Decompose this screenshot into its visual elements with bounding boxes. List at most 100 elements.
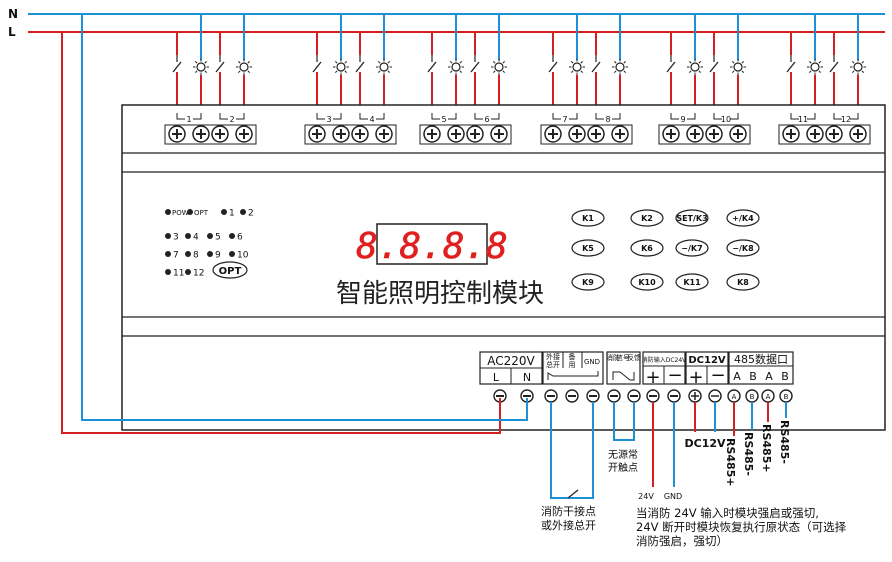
lamp-ray (334, 70, 338, 74)
switch-symbol (427, 61, 437, 73)
dry-contact-label-1: 消防干接点 (541, 505, 596, 518)
lamp-ray (247, 60, 251, 64)
key-outline (675, 273, 709, 291)
terminal-block (419, 124, 512, 145)
key-button[interactable]: −/K7 (675, 239, 709, 257)
lamp-ray (492, 60, 496, 64)
channel-number: 4 (369, 115, 374, 124)
key-outline (630, 209, 664, 227)
key-button[interactable]: K1 (571, 209, 605, 227)
channel-led (185, 251, 191, 257)
label-gnd: GND (664, 492, 682, 501)
terminal-block (778, 124, 871, 145)
key-label: K5 (582, 244, 594, 253)
lamp-ray (204, 70, 208, 74)
channel-number: 11 (798, 115, 808, 124)
no-contact-label-2: 开触点 (608, 463, 638, 474)
lamp-icon (615, 62, 625, 72)
key-button[interactable]: −/K8 (726, 239, 760, 257)
channel-led-label: 9 (215, 251, 221, 261)
key-button[interactable]: K2 (630, 209, 664, 227)
channel-number: 7 (562, 115, 567, 124)
key-button[interactable]: +/K4 (726, 209, 760, 227)
key-outline (726, 209, 760, 227)
ac-l-label: L (493, 371, 500, 384)
rs485-pin-a1: A (733, 370, 741, 383)
screw-letter: A (732, 393, 737, 401)
switch-symbol (829, 61, 839, 73)
lamp-ray (247, 70, 251, 74)
channel-number: 5 (441, 115, 446, 124)
switch-symbol (172, 61, 182, 73)
key-button[interactable]: SET/K3 (675, 209, 709, 227)
label-rs485-1: RS485+ (724, 438, 737, 487)
relay-contact (219, 113, 228, 120)
fire-fb-label-c: 反馈 (627, 353, 641, 362)
key-outline (571, 239, 605, 257)
key-label: K6 (641, 244, 653, 253)
lamp-ray (580, 60, 584, 64)
key-button[interactable]: K10 (630, 273, 664, 291)
lamp-ray (459, 70, 463, 74)
display-digits: 8.8.8.8 (356, 226, 508, 267)
feedback-wire (613, 402, 635, 441)
lamp-ray (377, 70, 381, 74)
bottom-terminal-labels: AC220V L N 外接 总开 备 用 GND 消防 信号 反馈 消防输入DC… (479, 351, 794, 388)
switch-symbol (786, 61, 796, 73)
key-label: +/K4 (732, 214, 754, 223)
key-button[interactable]: K8 (726, 273, 760, 291)
spare-label-a: 备 (569, 352, 576, 361)
lamp-icon (379, 62, 389, 72)
key-button[interactable]: K11 (675, 273, 709, 291)
key-button[interactable]: K6 (630, 239, 664, 257)
label-rs485-4: RS485- (778, 420, 791, 464)
lamp-ray (698, 60, 702, 64)
dry-contact-label-2: 或外接总开 (541, 519, 596, 532)
switch-symbol (548, 61, 558, 73)
channel-led-label: 8 (193, 251, 199, 261)
key-button[interactable]: K9 (571, 273, 605, 291)
relay-contact (236, 113, 245, 120)
switch-symbol (355, 61, 365, 73)
channel-led-label: 3 (173, 233, 179, 243)
key-outline (675, 209, 709, 227)
channel-led-label: 12 (193, 269, 204, 279)
lamp-icon (494, 62, 504, 72)
lamp-ray (344, 70, 348, 74)
key-label: SET/K3 (676, 214, 707, 223)
lamp-ray (502, 70, 506, 74)
pow-label: POW (172, 209, 189, 217)
lamp-ray (623, 70, 627, 74)
gnd-label: GND (584, 358, 600, 366)
lamp-ray (861, 60, 865, 64)
channel-led (229, 233, 235, 239)
opt-label: OPT (194, 209, 209, 217)
relay-contact (359, 113, 368, 120)
channel-led (165, 269, 171, 275)
lamp-ray (492, 70, 496, 74)
key-button[interactable]: K5 (571, 239, 605, 257)
key-outline (630, 273, 664, 291)
lamp-ray (688, 70, 692, 74)
lamp-ray (851, 60, 855, 64)
channel-led-label: 11 (173, 269, 184, 279)
lamp-ray (613, 60, 617, 64)
relay-contact (376, 113, 385, 120)
lamp-ray (731, 60, 735, 64)
terminal-block (304, 124, 397, 145)
lamp-icon (853, 62, 863, 72)
channel-led (221, 209, 227, 215)
relay-contact (833, 113, 842, 120)
relay-contact (431, 113, 440, 120)
module-title: 智能照明控制模块 (336, 279, 544, 309)
key-outline (726, 239, 760, 257)
relay-contact (316, 113, 325, 120)
opt-button[interactable] (212, 261, 248, 279)
neutral-line-label: N (8, 7, 18, 21)
channel-number: 8 (605, 115, 610, 124)
switch-symbol (312, 61, 322, 73)
lamp-ray (851, 70, 855, 74)
